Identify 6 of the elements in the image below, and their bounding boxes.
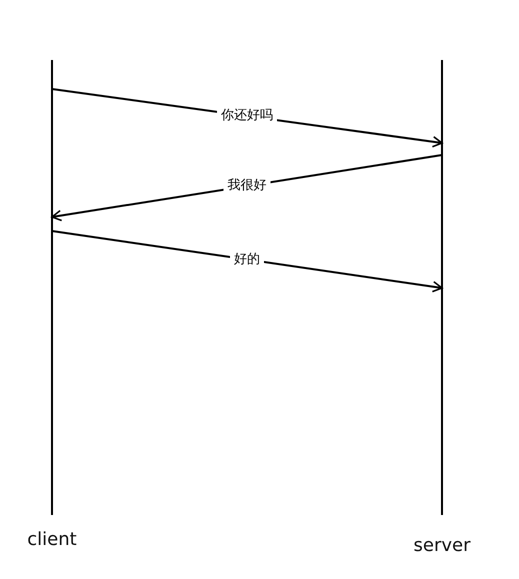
lifeline-label: server	[414, 535, 470, 556]
message-arrow	[52, 230, 443, 292]
lifeline	[441, 60, 443, 515]
message-arrow	[51, 154, 442, 222]
lifeline-label: client	[27, 529, 77, 550]
lifeline	[51, 60, 53, 515]
